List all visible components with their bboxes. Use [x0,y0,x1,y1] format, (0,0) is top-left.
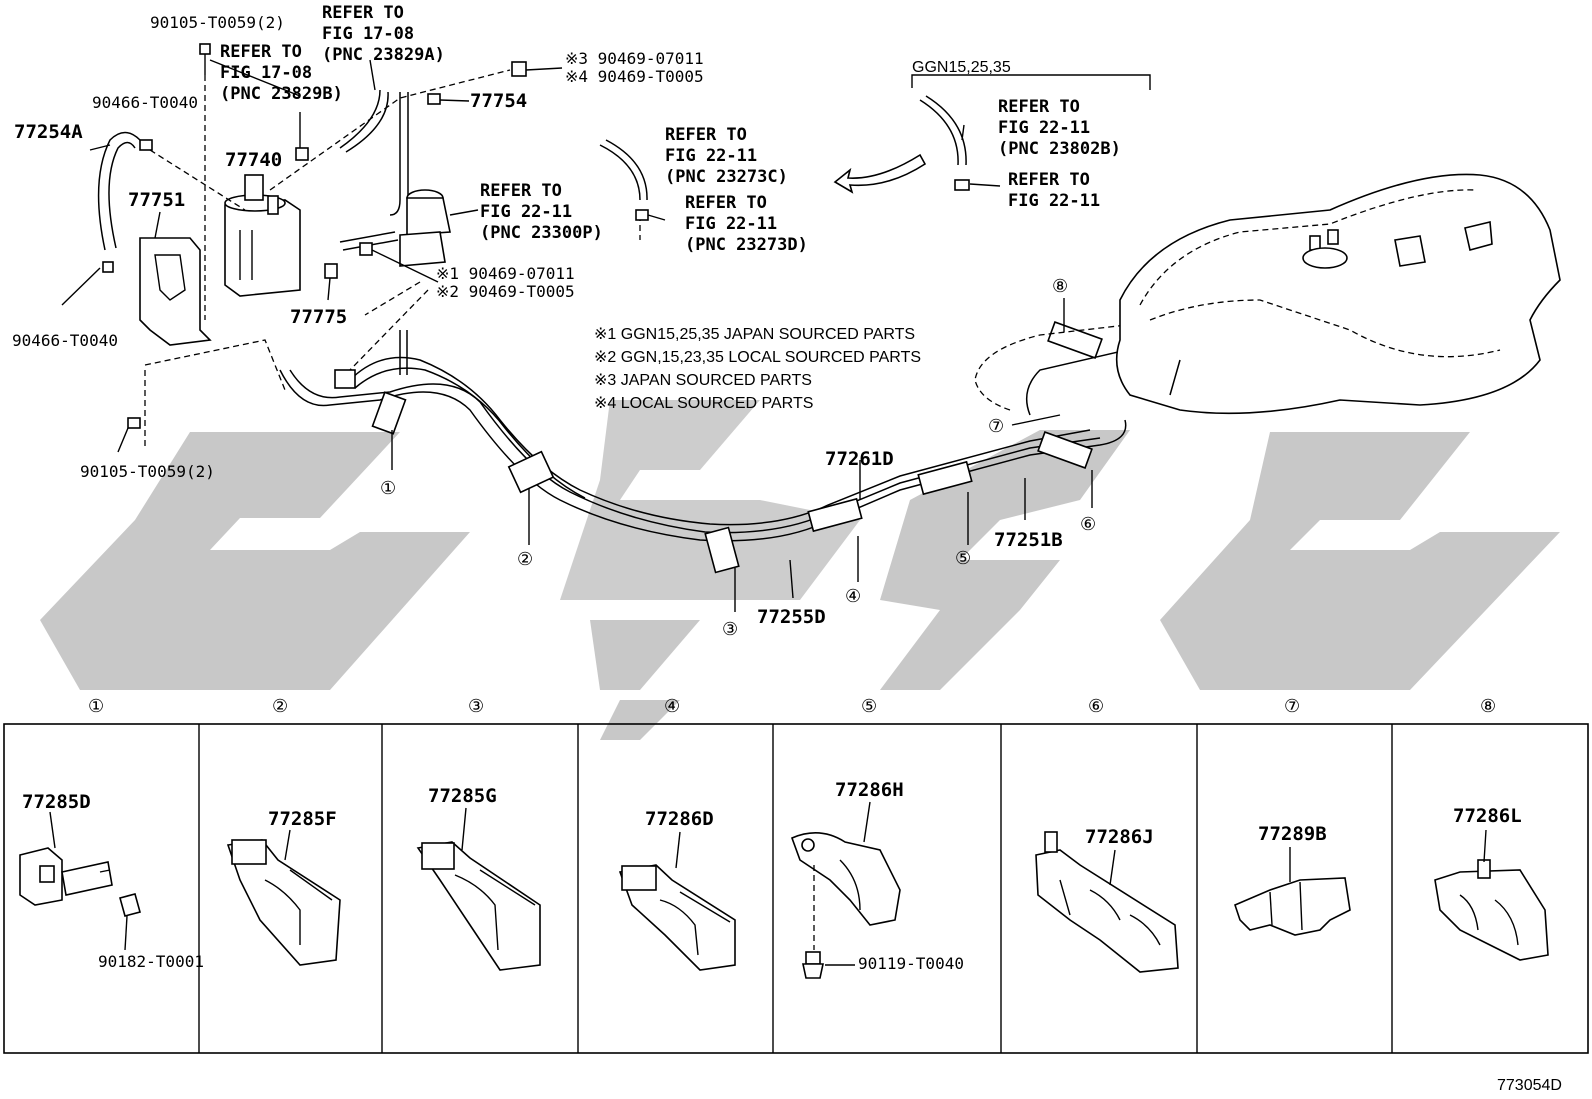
refer-17b-line3: (PNC 23829B) [220,84,343,104]
note-line-1: ※1 GGN15,25,35 JAPAN SOURCED PARTS [594,326,915,343]
refer-17a-line3: (PNC 23829A) [322,45,445,65]
panel-4-part: 77286D [645,808,714,830]
callout-7: ⑦ [988,416,1004,436]
panel-7-part: 77289B [1258,823,1327,845]
diagram-callouts: ① ② ③ ④ ⑤ ⑥ ⑦ ⑧ [380,276,1096,639]
refer-22p-line2: FIG 22-11 [480,202,572,222]
panel-4-number: ④ [664,696,680,716]
callout-5: ⑤ [955,548,971,568]
note2-part: ※2 90469-T0005 [436,282,575,301]
panel-6-part: 77286J [1085,826,1154,848]
figure-code: 773054D [1497,1077,1562,1094]
callout-2: ② [517,549,533,569]
note-line-4: ※4 LOCAL SOURCED PARTS [594,395,813,412]
label-77775: 77775 [290,306,347,328]
panel-5-part: 77286H [835,779,904,801]
note1-part: ※1 90469-07011 [436,264,575,283]
label-90105-bot: 90105-T0059(2) [80,462,215,481]
callout-8: ⑧ [1052,276,1068,296]
callout-4: ④ [845,586,861,606]
note-line-3: ※3 JAPAN SOURCED PARTS [594,372,812,389]
panel-8-number: ⑧ [1480,696,1496,716]
refer-17a-line2: FIG 17-08 [322,24,414,44]
refer-22b-line1: REFER TO [998,97,1080,117]
refer-22c-line2: FIG 22-11 [665,146,757,166]
ggn-range: GGN15,25,35 [912,59,1011,76]
panel-7-number: ⑦ [1284,696,1300,716]
panel-5-number: ⑤ [861,696,877,716]
note4-part: ※4 90469-T0005 [565,67,704,86]
watermark [40,400,1560,740]
label-77254A: 77254A [14,121,83,143]
fuel-lines [279,319,1171,574]
canister-assembly [97,43,641,450]
refer-22b-line3: (PNC 23802B) [998,139,1121,159]
panel-3-part: 77285G [428,785,497,807]
refer-22d-line1: REFER TO [685,193,767,213]
callout-1: ① [380,478,396,498]
label-90105-top: 90105-T0059(2) [150,13,285,32]
refer-hoses [599,74,1151,221]
refer-17b-line1: REFER TO [220,42,302,62]
panel-1-extra: 90182-T0001 [98,952,204,971]
label-77754: 77754 [470,90,527,112]
refer-22p-line1: REFER TO [480,181,562,201]
leader-lines [61,59,1093,612]
panel-1-number: ① [88,696,104,716]
panel-3-number: ③ [468,696,484,716]
callout-6: ⑥ [1080,514,1096,534]
refer-22c-line1: REFER TO [665,125,747,145]
panel-1-part: 77285D [22,791,91,813]
label-77751: 77751 [128,189,185,211]
refer-22e-line2: FIG 22-11 [1008,191,1100,211]
refer-22e-line1: REFER TO [1008,170,1090,190]
refer-22d-line3: (PNC 23273D) [685,235,808,255]
note-line-2: ※2 GGN,15,23,35 LOCAL SOURCED PARTS [594,349,921,366]
refer-17b-line2: FIG 17-08 [220,63,312,83]
panel-6-number: ⑥ [1088,696,1104,716]
callout-3: ③ [722,619,738,639]
label-77261D: 77261D [825,448,894,470]
refer-17a-line1: REFER TO [322,3,404,23]
sourcing-notes: ※1 GGN15,25,35 JAPAN SOURCED PARTS ※2 GG… [594,326,921,412]
refer-22p-line3: (PNC 23300P) [480,223,603,243]
label-90466-top: 90466-T0040 [92,93,198,112]
label-90466-bot: 90466-T0040 [12,331,118,350]
note3-part: ※3 90469-07011 [565,49,704,68]
refer-22c-line3: (PNC 23273C) [665,167,788,187]
upper-labels: 90105-T0059(2) REFER TO FIG 17-08 (PNC 2… [12,3,1121,628]
panel-2-number: ② [272,696,288,716]
panel-2-part: 77285F [268,808,337,830]
panel-8-part: 77286L [1453,805,1522,827]
refer-22b-line2: FIG 22-11 [998,118,1090,138]
refer-22d-line2: FIG 22-11 [685,214,777,234]
clamp-panels: ① ② ③ ④ ⑤ ⑥ ⑦ ⑧ 77285D 90182-T0001 77285… [3,696,1589,1054]
label-77255D: 77255D [757,606,826,628]
panel-5-extra: 90119-T0040 [858,954,964,973]
label-77740: 77740 [225,149,282,171]
fuel-tank [1115,173,1561,415]
label-77251B: 77251B [994,529,1063,551]
